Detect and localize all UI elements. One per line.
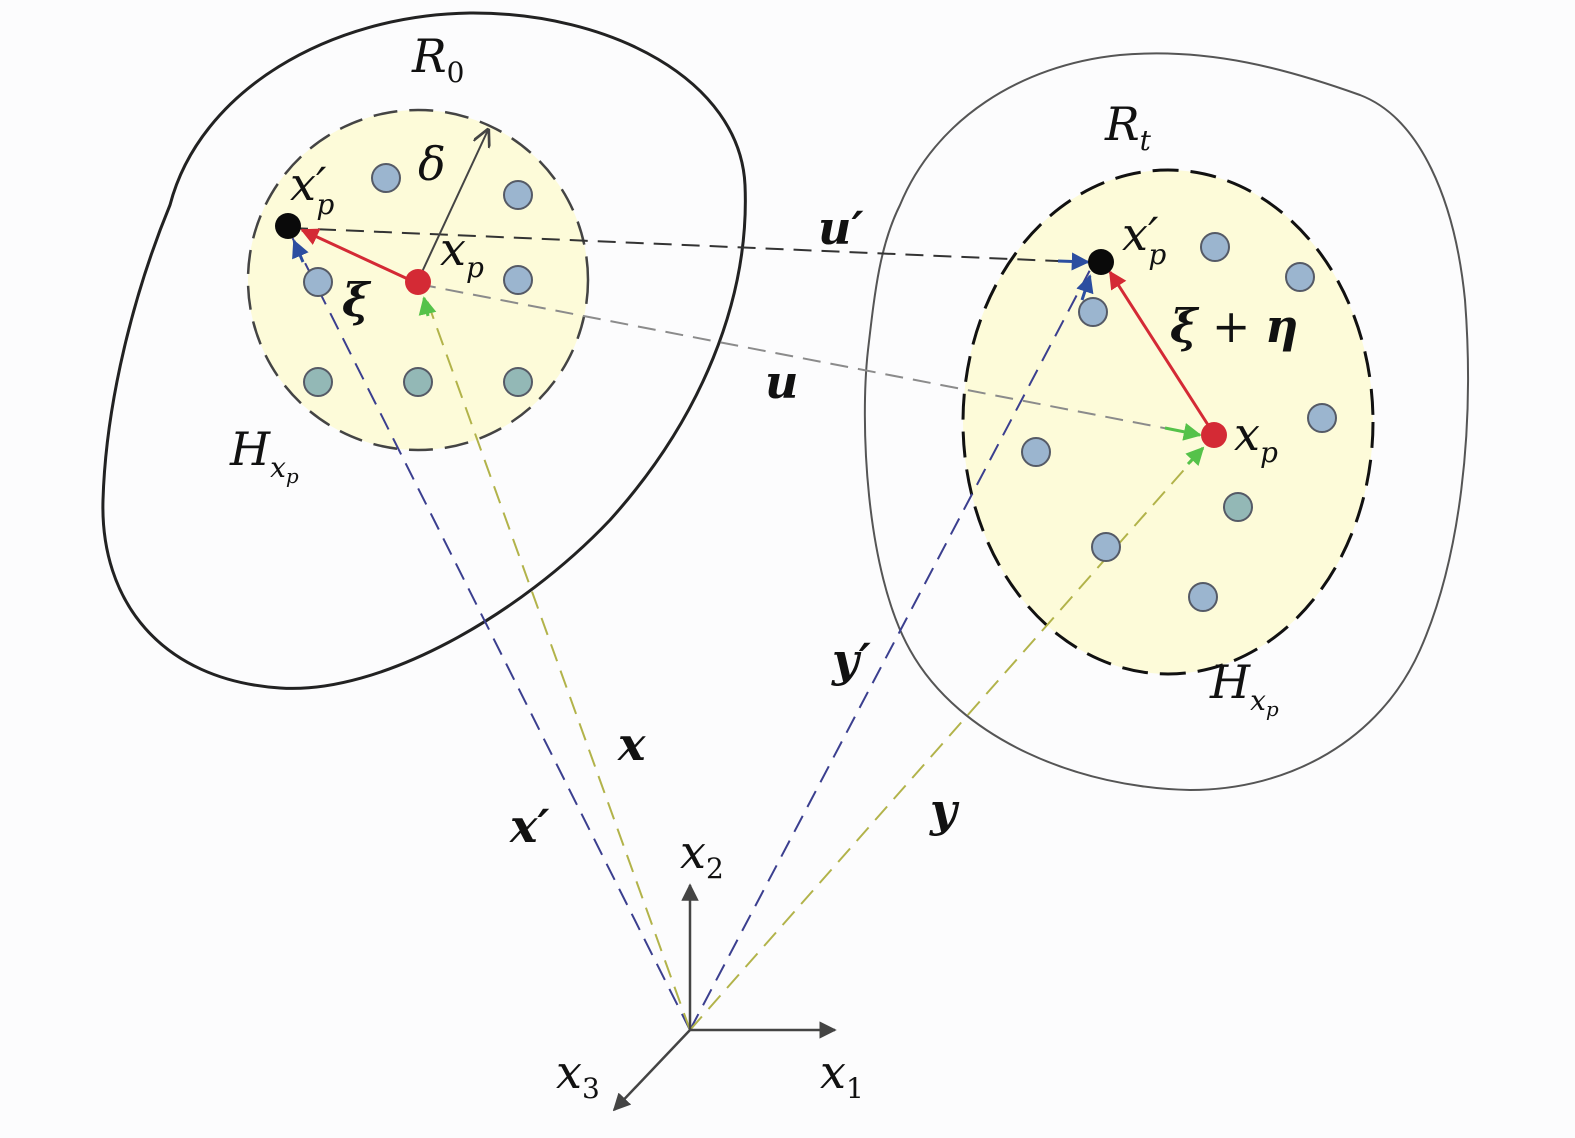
current-point-xp (1201, 422, 1227, 448)
xp-cur-label: xp (1234, 407, 1278, 469)
particle (503, 265, 533, 295)
y-prime-position-line (689, 269, 1091, 1031)
xi-eta-bond-vector (1108, 270, 1212, 429)
current-point-xp-prime (1088, 249, 1114, 275)
reference-point-xp (405, 269, 431, 295)
region-cur-label: Rt (1104, 97, 1152, 157)
xi-label: ξ (342, 273, 372, 327)
axis-x3-label: x3 (556, 1045, 600, 1105)
xp-ref-label: xp (440, 222, 484, 284)
particle (503, 180, 533, 210)
particle (1307, 403, 1337, 433)
x-position-line (423, 291, 691, 1031)
axis-x1-label: x1 (820, 1045, 864, 1105)
horizon-radius-arrow (421, 130, 488, 273)
current-region-outline (863, 52, 1469, 792)
reference-region-outline (101, 11, 747, 690)
y-prime-arrowhead-cur (1076, 274, 1094, 301)
xp-prime-cur-label: x′p (1122, 207, 1166, 271)
axis-x3-arrow (612, 1029, 691, 1112)
reference-neighbor-particles (303, 163, 533, 397)
current-horizon (961, 168, 1375, 676)
particle (1021, 437, 1051, 467)
particle (371, 163, 401, 193)
x-prime-vec-label: x′ (509, 799, 550, 853)
horizon-ref-label: Hxp (229, 422, 299, 488)
u-prime-label: u′ (818, 201, 864, 255)
xp-prime-ref-label: x′p (290, 157, 334, 221)
x-arrowhead-ref (418, 296, 437, 317)
particle (403, 367, 433, 397)
x-vec-label: x (617, 717, 646, 771)
xi-eta-label: ξ + η (1170, 299, 1299, 353)
u-prime-arrowhead (1057, 252, 1090, 271)
particle (303, 267, 333, 297)
reference-point-xp-prime (275, 213, 301, 239)
coordinate-axes (612, 883, 837, 1112)
u-displacement-line (417, 283, 1196, 435)
y-prime-vec-label: y′ (831, 633, 871, 687)
u-label: u (765, 355, 798, 409)
region-ref-label: R0 (411, 29, 464, 89)
particle (1188, 582, 1218, 612)
y-arrowhead-cur (1185, 446, 1205, 466)
particle (1200, 232, 1230, 262)
u-prime-displacement-line (289, 227, 1081, 263)
particle (1223, 492, 1253, 522)
u-arrowhead (1164, 422, 1202, 441)
xi-bond-vector (300, 228, 411, 282)
current-neighbor-particles (1021, 232, 1337, 612)
horizon-cur-label: Hxp (1209, 655, 1279, 721)
x-prime-arrowhead-ref (292, 239, 309, 263)
y-position-line (689, 445, 1206, 1031)
y-vec-label: y (929, 783, 960, 837)
particle (1285, 262, 1315, 292)
particle (303, 367, 333, 397)
delta-label: δ (418, 137, 446, 191)
particle (503, 367, 533, 397)
x-prime-position-line (291, 236, 691, 1031)
particle (1091, 532, 1121, 562)
axis-x2-label: x2 (680, 825, 724, 885)
particle (1078, 297, 1108, 327)
